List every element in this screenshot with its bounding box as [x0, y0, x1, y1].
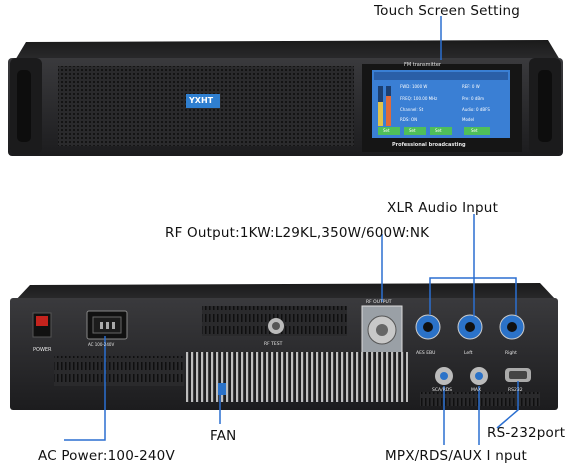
screen-readout-2: REF: 0 W [462, 84, 480, 89]
rf-output-callout: RF Output:1KW:L29KL,350W/600W:NK [165, 225, 430, 241]
screen-readout-8: Model [462, 117, 475, 122]
screen-button-2[interactable]: Set [409, 128, 416, 133]
screen-button-4[interactable]: Set [471, 128, 478, 133]
power-switch [36, 316, 48, 326]
left-label: Left [464, 351, 473, 356]
right-label: Right [505, 351, 517, 356]
screen-readout-4: Pre: 0 dBm [462, 96, 484, 101]
screen-button-3[interactable]: Set [435, 128, 442, 133]
rf-test-label: RF TEST [264, 342, 283, 347]
power-label: POWER [33, 347, 52, 353]
rs232-label: RS232 [508, 388, 523, 393]
rf-output-label: RF OUTPUT [366, 300, 392, 305]
mpx-callout: MPX/RDS/AUX I nput [385, 448, 527, 464]
screen-readout-6: Audio: 0 dBFS [462, 107, 490, 112]
screen-button-1[interactable]: Set [383, 128, 390, 133]
screen-title: FM transmitter [404, 62, 441, 68]
sca-label: SCA/RDS [432, 388, 453, 393]
aes-label: AES EBU [416, 351, 436, 356]
screen-readout-3: FREQ: 100.00 MHz [400, 96, 438, 101]
touch-screen-callout: Touch Screen Setting [374, 3, 521, 19]
screen-footer: Professional broadcasting [392, 142, 466, 148]
touch-screen [372, 70, 510, 138]
screen-readout-7: RDS: ON [400, 117, 418, 122]
xlr-callout: XLR Audio Input [387, 200, 499, 216]
brand-badge [186, 94, 220, 108]
rs232-callout: RS-232port [487, 425, 566, 441]
brand-label: YXHT [189, 96, 214, 105]
fan-callout: FAN [210, 428, 237, 444]
ac-label: AC 100-240V [88, 342, 115, 347]
screen-readout-5: Channel: St [400, 107, 424, 112]
screen-readout-1: FWD: 1000 W [400, 84, 428, 89]
ac-power-callout: AC Power:100-240V [38, 448, 175, 464]
mpx-label: MAX [471, 388, 482, 393]
